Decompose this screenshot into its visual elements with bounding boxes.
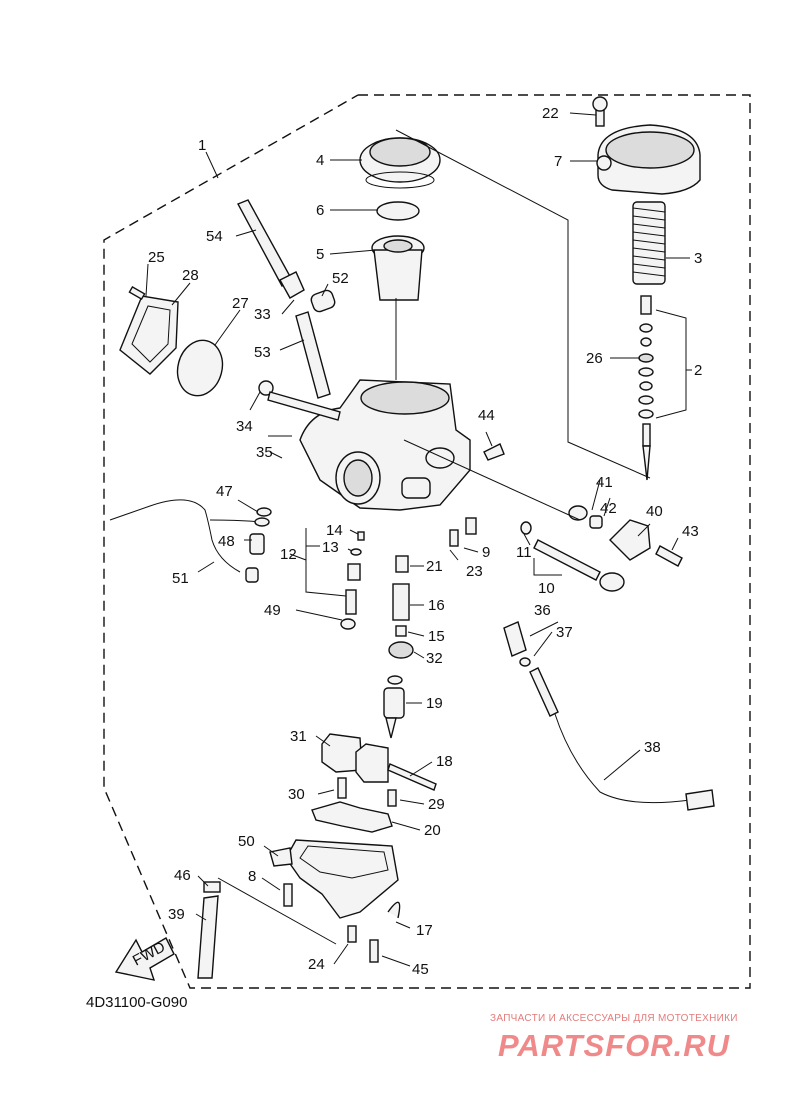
callout-13: 13 [322,539,339,556]
main-jet-stack [383,555,414,739]
callout-24: 24 [308,956,325,973]
callout-36: 36 [534,602,551,619]
callout-4: 4 [316,152,324,169]
throttle-spring [632,201,666,285]
adjuster-spring [589,515,603,529]
cover-o-ring [176,339,224,397]
clip-17 [387,901,401,919]
drain-screw [347,925,357,943]
callout-5: 5 [316,246,324,263]
callout-10: 10 [538,580,555,597]
pilot-jet-set [340,517,477,630]
screw-8 [283,883,293,907]
callout-34: 34 [236,418,253,435]
callout-54: 54 [206,228,223,245]
throttle-stop-bracket [609,519,651,561]
jet-needle-set [638,295,654,481]
callout-21: 21 [426,558,443,575]
callout-37: 37 [556,624,573,641]
float-chamber-gasket [311,801,393,833]
callout-45: 45 [412,961,429,978]
callout-30: 30 [288,786,305,803]
callout-48: 48 [218,533,235,550]
callout-49: 49 [264,602,281,619]
vent-hoses [237,199,336,399]
leader-lines [145,112,692,967]
callout-43: 43 [682,523,699,540]
callout-11: 11 [516,544,532,561]
callout-35: 35 [256,444,273,461]
callout-42: 42 [600,500,617,517]
callout-52: 52 [332,270,349,287]
bracket-bolt [655,545,683,567]
vacuum-piston [371,235,425,301]
callout-7: 7 [554,153,562,170]
callout-44: 44 [478,407,495,424]
callout-6: 6 [316,202,324,219]
callout-28: 28 [182,267,199,284]
callout-26: 26 [586,350,603,367]
callout-8: 8 [248,868,256,885]
callout-20: 20 [424,822,441,839]
callout-18: 18 [436,753,453,770]
callout-31: 31 [290,728,307,745]
callout-17: 17 [416,922,433,939]
top-o-ring [376,201,420,221]
callout-16: 16 [428,597,445,614]
callout-40: 40 [646,503,663,520]
watermark-tagline: ЗАПЧАСТИ И АКСЕССУАРЫ ДЛЯ МОТОТЕХНИКИ [490,1013,738,1024]
callout-1: 1 [198,137,206,154]
adjuster-washer [568,505,588,521]
callout-46: 46 [174,867,191,884]
screw-30 [337,777,347,799]
carburetor-body [258,379,471,511]
idle-screw [483,443,505,461]
callout-9: 9 [482,544,490,561]
float-assembly [321,733,437,791]
callout-38: 38 [644,739,661,756]
float-chamber [269,839,399,919]
callout-33: 33 [254,306,271,323]
callout-3: 3 [694,250,702,267]
throttle-cable [503,621,715,811]
callout-39: 39 [168,906,185,923]
callout-47: 47 [216,483,233,500]
callout-22: 22 [542,105,559,122]
vacuum-diaphragm [359,137,441,189]
callout-25: 25 [148,249,165,266]
starter-plunger [520,521,625,592]
carb-top-cap [592,96,701,195]
callout-27: 27 [232,295,249,312]
callout-2: 2 [694,362,702,379]
sensor-harness [109,499,272,583]
callout-41: 41 [596,474,613,491]
callout-50: 50 [238,833,255,850]
screw-45 [369,939,379,963]
fwd-arrow [114,937,175,981]
callout-23: 23 [466,563,483,580]
diagram-code: 4D31100-G090 [86,994,188,1011]
drain-hose [197,881,221,979]
callout-51: 51 [172,570,189,587]
callout-29: 29 [428,796,445,813]
callout-53: 53 [254,344,271,361]
callout-12: 12 [280,546,297,563]
callout-19: 19 [426,695,443,712]
callout-14: 14 [326,522,343,539]
callout-32: 32 [426,650,443,667]
cover-gasket [119,285,179,375]
watermark-logo: PARTSFOR.RU [498,1028,731,1063]
callout-15: 15 [428,628,445,645]
assembly-boundary [103,94,751,989]
screw-29 [387,789,397,807]
callout-labels: 1 2 3 4 5 6 7 8 9 10 11 12 13 14 15 16 1… [148,105,702,978]
